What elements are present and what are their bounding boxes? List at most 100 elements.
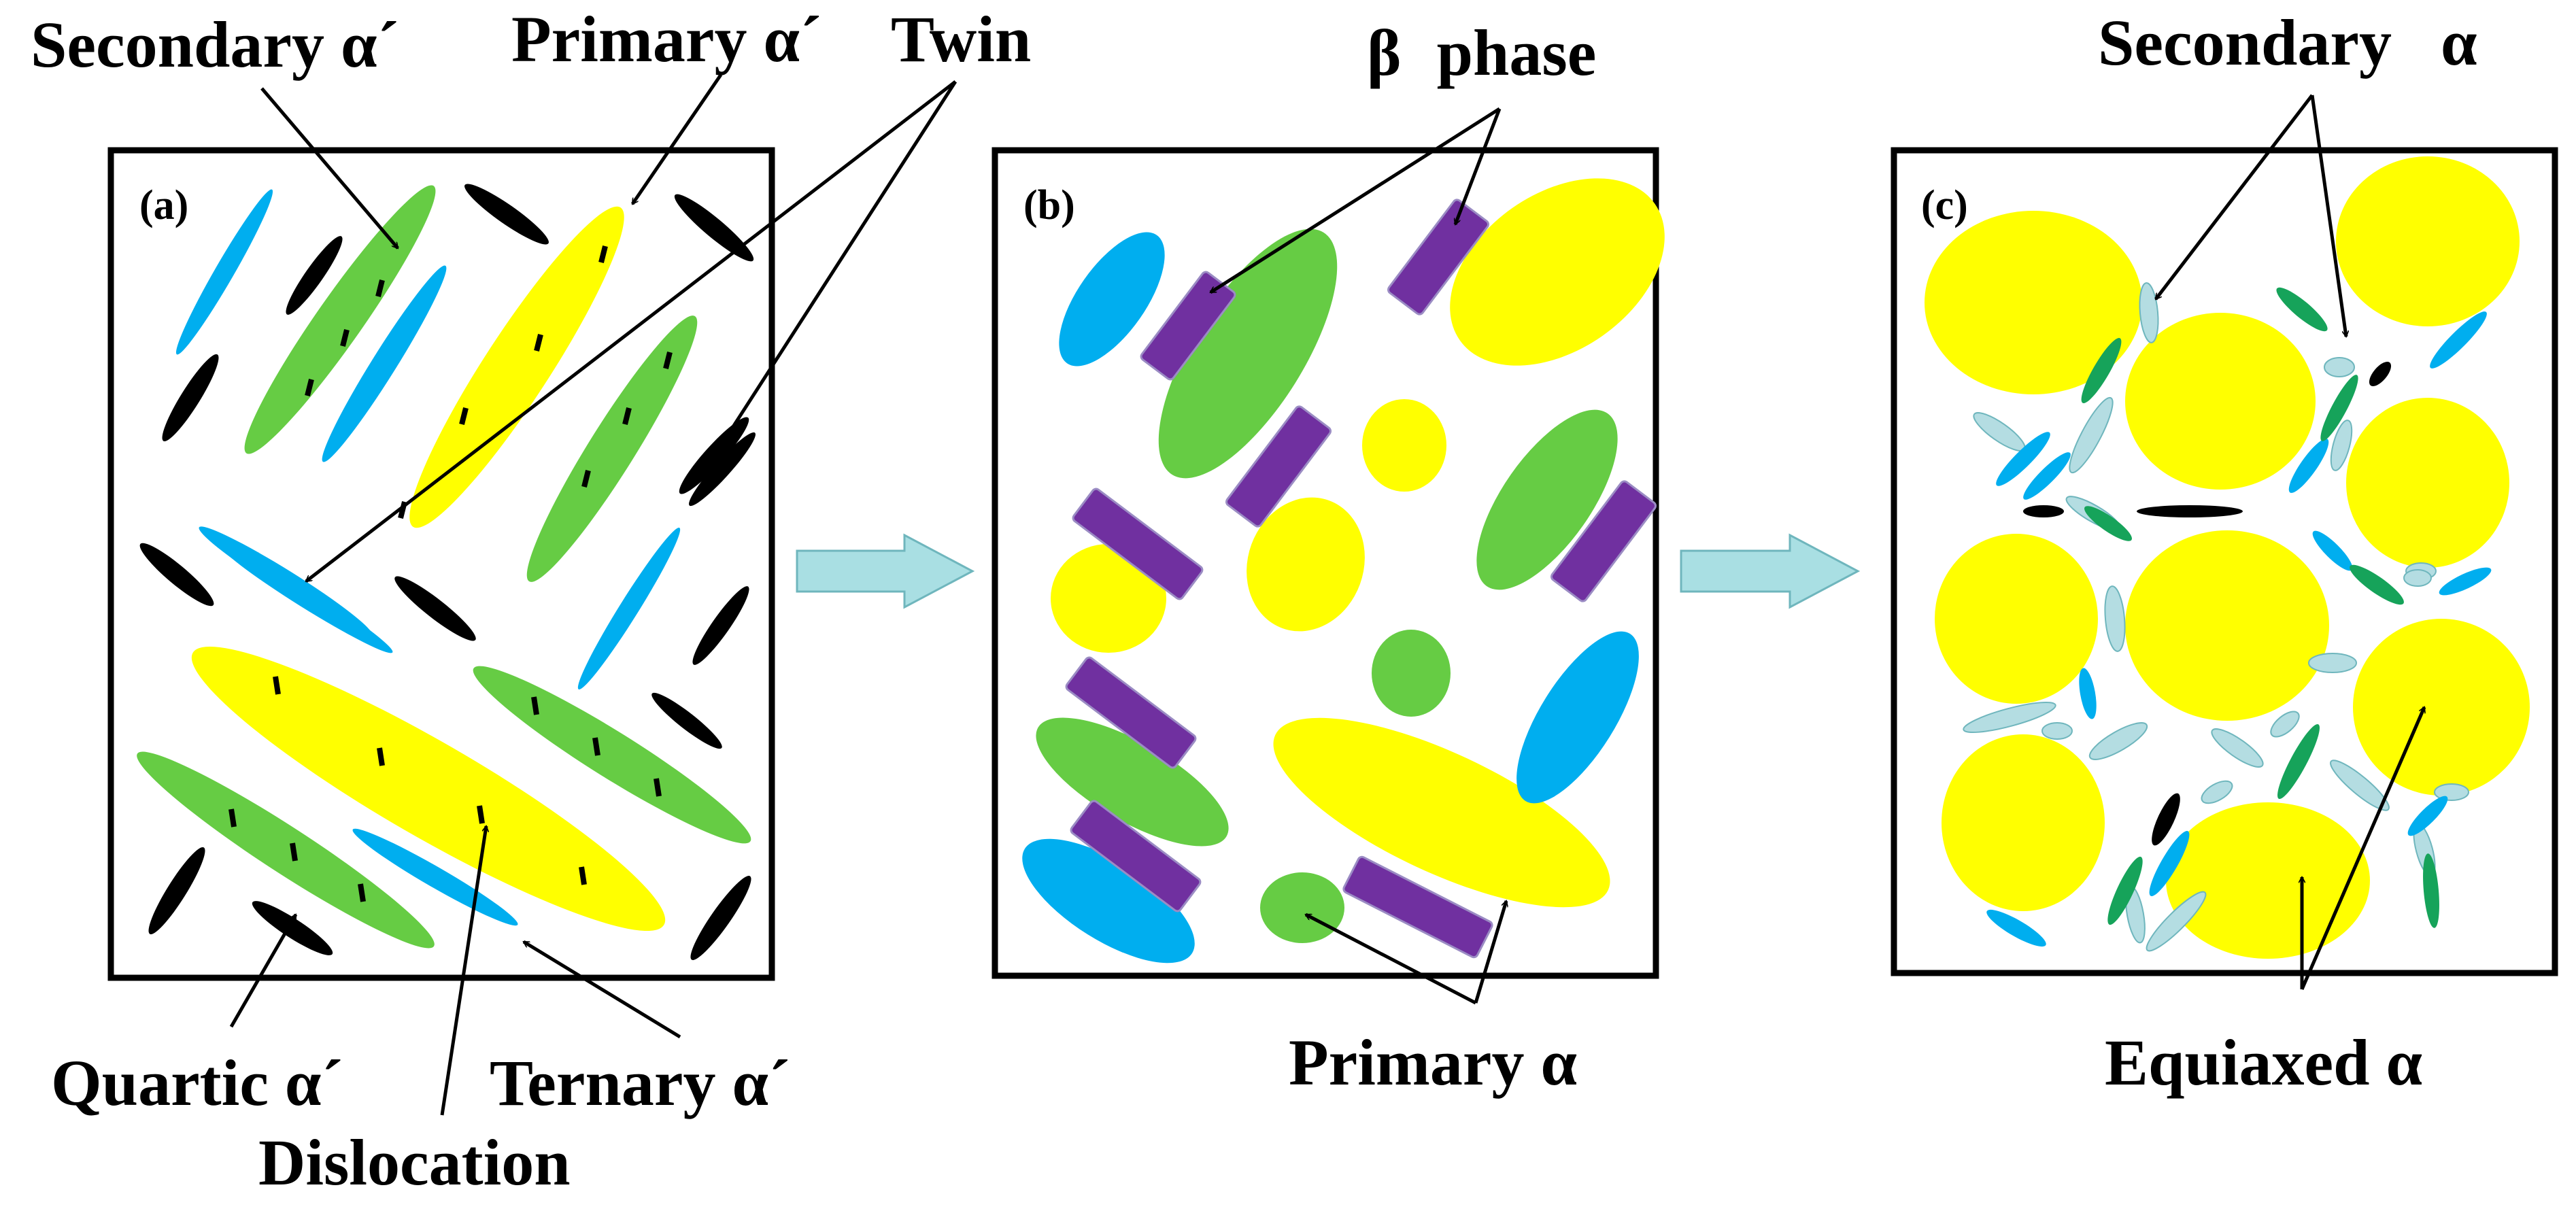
secondary-alpha-lath [2211, 728, 2264, 768]
panel-b-tag: (b) [1023, 182, 1075, 228]
secondary-alpha-lath [2423, 853, 2439, 928]
leader-arrow [1474, 901, 1506, 1004]
primary-alpha-grain [1022, 838, 1195, 963]
secondary-alpha-lath [2104, 585, 2126, 652]
leader-arrow [1455, 108, 1502, 224]
secondary-alpha-lath [2081, 337, 2122, 404]
secondary-alpha-lath [2152, 793, 2180, 846]
panel-c-secondary-alpha [1963, 282, 2492, 952]
secondary-alpha-lath [2312, 530, 2353, 571]
primary-alpha-prime-grain [409, 206, 624, 528]
quartic-alpha-prime-grain [394, 576, 476, 641]
quartic-alpha-prime-grain [162, 354, 219, 442]
secondary-alpha-lath [2137, 505, 2243, 517]
secondary-alpha-lath [2276, 287, 2328, 332]
right-block-arrow-icon [796, 533, 975, 609]
dislocation-mark [598, 245, 608, 263]
leader-arrow [440, 826, 486, 1116]
beta-phase-bar [1342, 855, 1493, 959]
right-block-arrow-icon [1680, 533, 1861, 609]
secondary-alpha-prime-grain [526, 315, 698, 582]
secondary-alpha-lath [1996, 432, 2050, 486]
secondary-alpha-lath [2407, 796, 2448, 836]
leader-arrow [524, 940, 681, 1039]
ternary-alpha-prime-grain [219, 543, 393, 653]
secondary-alpha-lath [2439, 567, 2492, 596]
equiaxed-alpha-grain [2346, 398, 2509, 568]
dislocation-mark [228, 808, 237, 828]
primary-alpha-grain [1059, 232, 1165, 366]
equiaxed-alpha-grain [2353, 619, 2530, 796]
primary-alpha-grain [1450, 178, 1665, 366]
dislocation-mark [592, 737, 600, 756]
secondary-alpha-lath [2288, 439, 2329, 493]
leader-arrow [2310, 95, 2346, 337]
secondary-alpha-prime-grain [244, 185, 436, 454]
secondary-alpha-lath [2434, 783, 2469, 801]
secondary-alpha-lath [2069, 396, 2114, 474]
panel-c: (c) [1891, 147, 2558, 976]
secondary-alpha-lath [2023, 452, 2071, 500]
secondary-alpha-lath [2369, 361, 2392, 387]
panel-b-grains [1022, 178, 1665, 963]
primary-alpha-grain [1516, 631, 1639, 804]
label-secondary-alpha-prime: Secondary α´ [31, 8, 399, 81]
equiaxed-alpha-grain [2125, 530, 2329, 721]
secondary-alpha-lath [2270, 711, 2300, 738]
label-equiaxed-alpha: Equiaxed α [2105, 1026, 2422, 1099]
leader-arrow [260, 87, 399, 248]
quartic-alpha-prime-grain [464, 184, 549, 245]
secondary-alpha-lath [2149, 830, 2190, 897]
secondary-alpha-lath [2088, 722, 2148, 760]
leader-arrow [229, 915, 298, 1028]
equiaxed-alpha-grain [2166, 802, 2370, 959]
dislocation-mark [534, 334, 543, 352]
panel-a: (a) [107, 147, 775, 981]
ternary-alpha-prime-grain [322, 265, 447, 462]
dislocation-mark [340, 329, 350, 347]
quartic-alpha-prime-grain [148, 847, 205, 935]
ternary-alpha-prime-grain [577, 528, 681, 689]
dislocation-mark [581, 470, 591, 488]
secondary-alpha-lath [2139, 282, 2159, 343]
quartic-alpha-prime-grain [689, 432, 756, 507]
quartic-alpha-prime-grain [690, 876, 751, 960]
dislocation-mark [375, 279, 385, 297]
label-ternary-alpha-prime: Ternary α´ [490, 1046, 790, 1119]
primary-alpha-grain [1036, 717, 1229, 847]
beta-phase-bar [1070, 800, 1202, 912]
quartic-alpha-prime-grain [139, 543, 214, 607]
quartic-alpha-prime-grain [651, 692, 722, 749]
primary-alpha-prime-grain [191, 647, 666, 931]
secondary-alpha-lath [1963, 701, 2056, 734]
label-twin: Twin [891, 3, 1031, 75]
secondary-alpha-prime-grain [473, 666, 751, 844]
dislocation-mark [459, 407, 469, 425]
leader-arrow [2300, 707, 2426, 990]
primary-alpha-grain [1476, 409, 1618, 590]
dislocation-mark [654, 778, 662, 797]
secondary-alpha-lath [2403, 569, 2432, 587]
equiaxed-alpha-grain [2125, 313, 2316, 490]
dislocation-mark [579, 866, 587, 885]
primary-alpha-grain [1247, 497, 1365, 632]
beta-phase-bar [1072, 488, 1204, 600]
dislocation-mark [531, 696, 539, 715]
dislocation-mark [663, 352, 673, 369]
secondary-alpha-lath [2084, 506, 2132, 541]
primary-alpha-grain [1158, 228, 1338, 479]
beta-phase-bar [1140, 271, 1236, 381]
leader-arrow [726, 80, 957, 435]
ternary-alpha-prime-grain [175, 189, 273, 355]
panel-a-tag: (a) [139, 182, 188, 228]
dislocation-mark [477, 805, 485, 824]
secondary-alpha-lath [2023, 505, 2064, 517]
ternary-alpha-prime-grain [352, 828, 518, 926]
secondary-alpha-lath [2324, 357, 2355, 377]
dislocation-mark [358, 883, 366, 902]
secondary-alpha-lath [2330, 420, 2353, 471]
secondary-alpha-lath [2201, 780, 2233, 804]
dislocation-mark [290, 842, 298, 862]
beta-phase-bar [1550, 480, 1657, 602]
